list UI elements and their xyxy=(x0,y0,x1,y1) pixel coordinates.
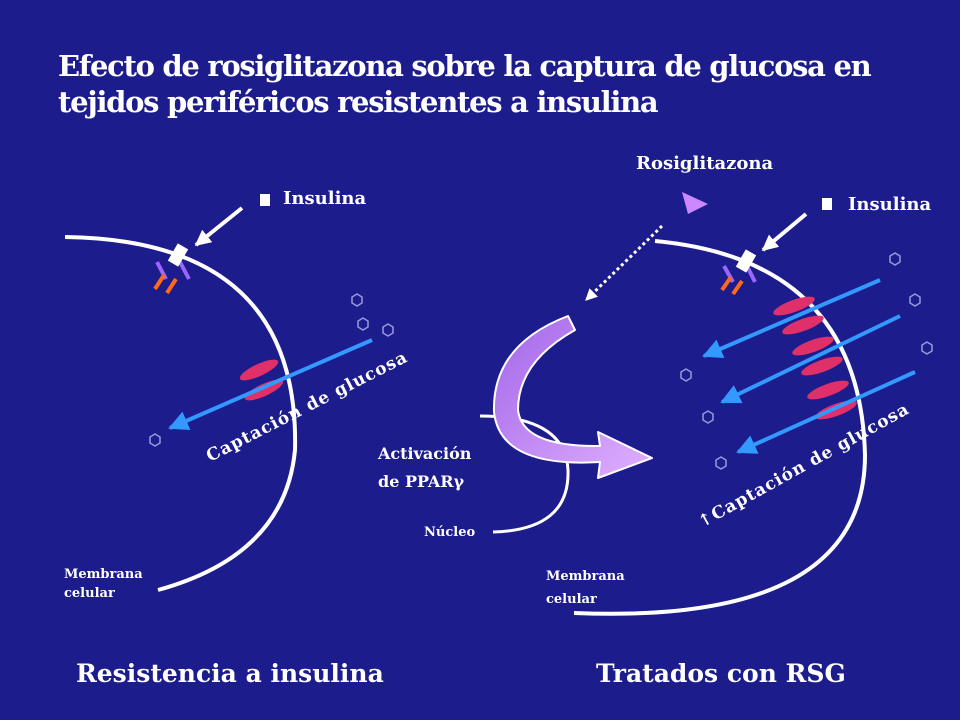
right-panel: Rosiglitazona Insulina Activación de PPA… xyxy=(377,153,933,688)
activation-label-1: Activación xyxy=(377,444,472,463)
left-cell-membrane xyxy=(64,235,298,592)
left-insulin-legend-icon xyxy=(260,194,270,206)
activation-label-2: de PPARγ xyxy=(378,472,465,491)
glucose-icon xyxy=(351,293,363,307)
right-cell-membrane xyxy=(573,239,868,616)
title-line-1: Efecto de rosiglitazona sobre la captura… xyxy=(58,49,872,83)
nucleus-label: Núcleo xyxy=(424,525,475,540)
nucleus-membrane xyxy=(479,414,570,534)
rosiglitazone-label: Rosiglitazona xyxy=(636,153,773,174)
left-membrane-label-2: celular xyxy=(64,586,115,601)
right-insulin-label: Insulina xyxy=(848,194,931,215)
glucose-icon xyxy=(149,433,161,447)
rosiglitazone-entry-arrow xyxy=(584,224,664,302)
right-membrane-label-2: celular xyxy=(546,592,597,607)
left-panel: Insulina Captación de glucosa Membrana c… xyxy=(64,188,411,688)
glucose-icon xyxy=(680,368,692,382)
title-line-2: tejidos periféricos resistentes a insuli… xyxy=(58,85,659,120)
right-caption: Tratados con RSG xyxy=(596,659,846,688)
left-insulin-label: Insulina xyxy=(283,188,366,209)
right-glucose-transporters xyxy=(773,296,857,420)
left-caption: Resistencia a insulina xyxy=(76,659,384,688)
glucose-icon xyxy=(382,323,394,337)
right-glucose-uptake-arrows xyxy=(702,278,916,454)
rosiglitazone-icon xyxy=(682,192,708,214)
right-uptake-label: ↑Captación de glucosa xyxy=(695,399,913,532)
glucose-icon xyxy=(715,456,727,470)
right-insulin-receptor xyxy=(720,212,808,296)
glucose-icon xyxy=(921,341,933,355)
right-glucose-molecules xyxy=(680,252,933,470)
right-insulin-legend-icon xyxy=(822,198,832,210)
right-membrane-label-1: Membrana xyxy=(546,569,625,584)
left-insulin-receptor xyxy=(153,206,244,295)
glucose-icon xyxy=(702,410,714,424)
left-glucose-uptake-arrow xyxy=(168,338,373,430)
ppar-activation-arrow xyxy=(492,315,653,479)
left-membrane-label-1: Membrana xyxy=(64,567,143,582)
glucose-icon xyxy=(889,252,901,266)
glucose-icon xyxy=(909,293,921,307)
glucose-icon xyxy=(357,317,369,331)
left-glucose-molecules xyxy=(149,293,394,447)
slide-title: Efecto de rosiglitazona sobre la captura… xyxy=(58,48,938,121)
